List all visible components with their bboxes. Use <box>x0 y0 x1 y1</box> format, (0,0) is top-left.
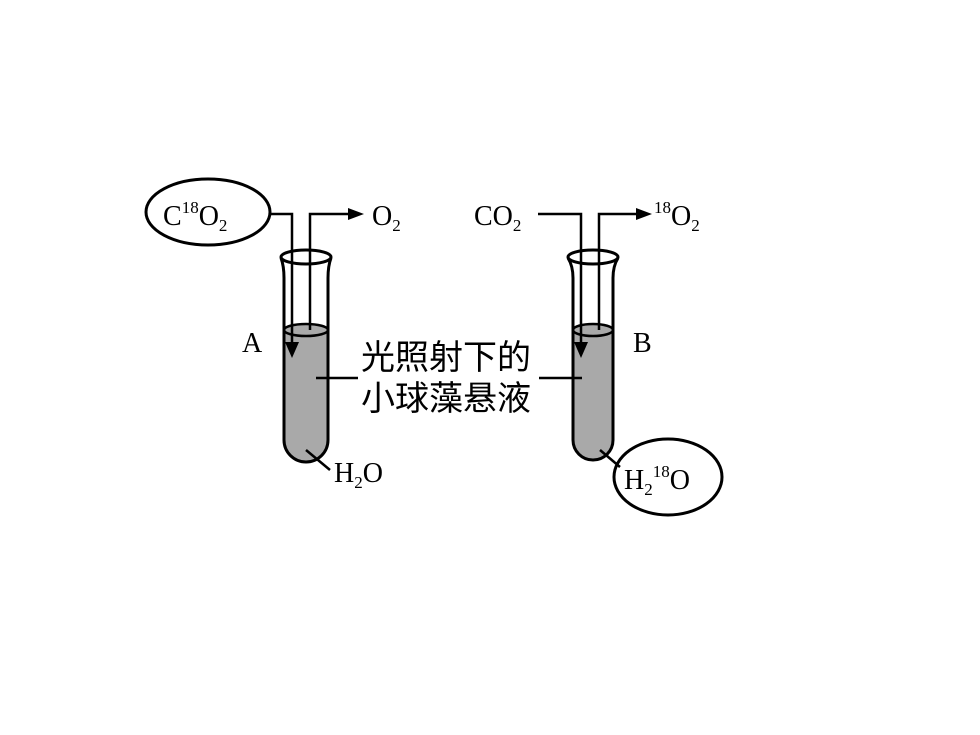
tube-b-output-gas-label: 18O2 <box>654 198 700 235</box>
tube-b-inlet-arrowhead <box>574 342 588 358</box>
tube-b-outlet-arrowhead <box>636 208 652 220</box>
tube-a-inlet-arrowhead <box>285 342 299 358</box>
tube-b-water-circle <box>612 437 724 517</box>
tube-b-rim <box>566 248 620 266</box>
tube-b-outlet-pipe <box>597 212 638 330</box>
tube-a-input-circle <box>144 177 272 247</box>
suspension-label-line2: 小球藻悬液 <box>361 379 531 419</box>
tube-b-outline <box>566 257 620 462</box>
tube-a-rim <box>279 248 333 266</box>
tube-b-letter: B <box>633 328 652 359</box>
tube-a-inlet-pipe <box>270 212 294 350</box>
tube-b-input-gas-label: CO2 <box>474 201 521 235</box>
tube-a-liquid <box>284 330 328 462</box>
tube-a-meniscus <box>282 322 330 338</box>
tube-a-outlet-arrowhead <box>348 208 364 220</box>
tube-a-input-gas-label: C18O2 <box>163 198 227 235</box>
tube-a-water-label: H2O <box>334 458 383 492</box>
tube-a-water-leader <box>305 449 331 471</box>
tube-a-output-gas-label: O2 <box>372 201 401 235</box>
tube-a-outline <box>279 257 333 464</box>
tube-a-letter: A <box>242 328 263 359</box>
tube-a <box>270 208 364 471</box>
tube-b-inlet-pipe <box>538 212 583 350</box>
tube-b-water-label: H218O <box>624 462 690 499</box>
suspension-label-line1: 光照射下的 <box>361 338 531 378</box>
tube-b-liquid <box>573 330 613 460</box>
tube-b-meniscus <box>571 322 615 338</box>
tube-b <box>538 208 652 468</box>
tube-a-outlet-pipe <box>308 212 350 330</box>
